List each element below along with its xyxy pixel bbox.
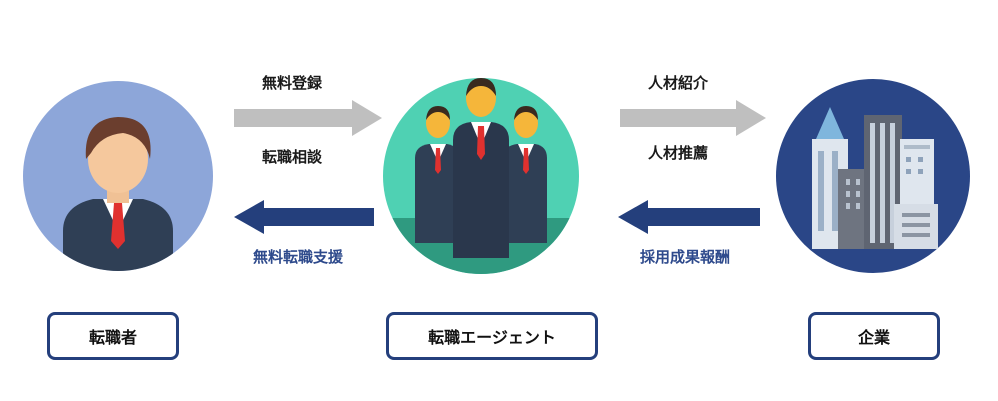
business-team-icon [383, 78, 579, 274]
agent-label-box: 転職エージェント [386, 312, 598, 360]
company-circle [776, 79, 970, 273]
jobseeker-circle [23, 81, 213, 271]
agent-circle [383, 78, 579, 274]
arrow-label-career-consultation: 転職相談 [262, 148, 323, 166]
company-label-box: 企業 [808, 312, 940, 360]
arrow-right-to-agent [234, 100, 382, 136]
arrow-left-to-jobseeker [234, 200, 374, 234]
jobseeker-label-box: 転職者 [47, 312, 179, 360]
arrow-label-talent-introduction: 人材紹介 [648, 74, 709, 92]
arrow-right-to-company [620, 100, 766, 136]
jobseeker-person-icon [63, 117, 173, 271]
arrow-label-hiring-success-fee: 採用成果報酬 [640, 248, 731, 266]
buildings-icon [812, 107, 938, 249]
arrow-left-to-agent [618, 200, 760, 234]
arrow-label-free-job-support: 無料転職支援 [253, 248, 344, 266]
arrow-label-talent-recommendation: 人材推薦 [648, 144, 709, 162]
arrow-label-free-registration: 無料登録 [262, 74, 323, 92]
